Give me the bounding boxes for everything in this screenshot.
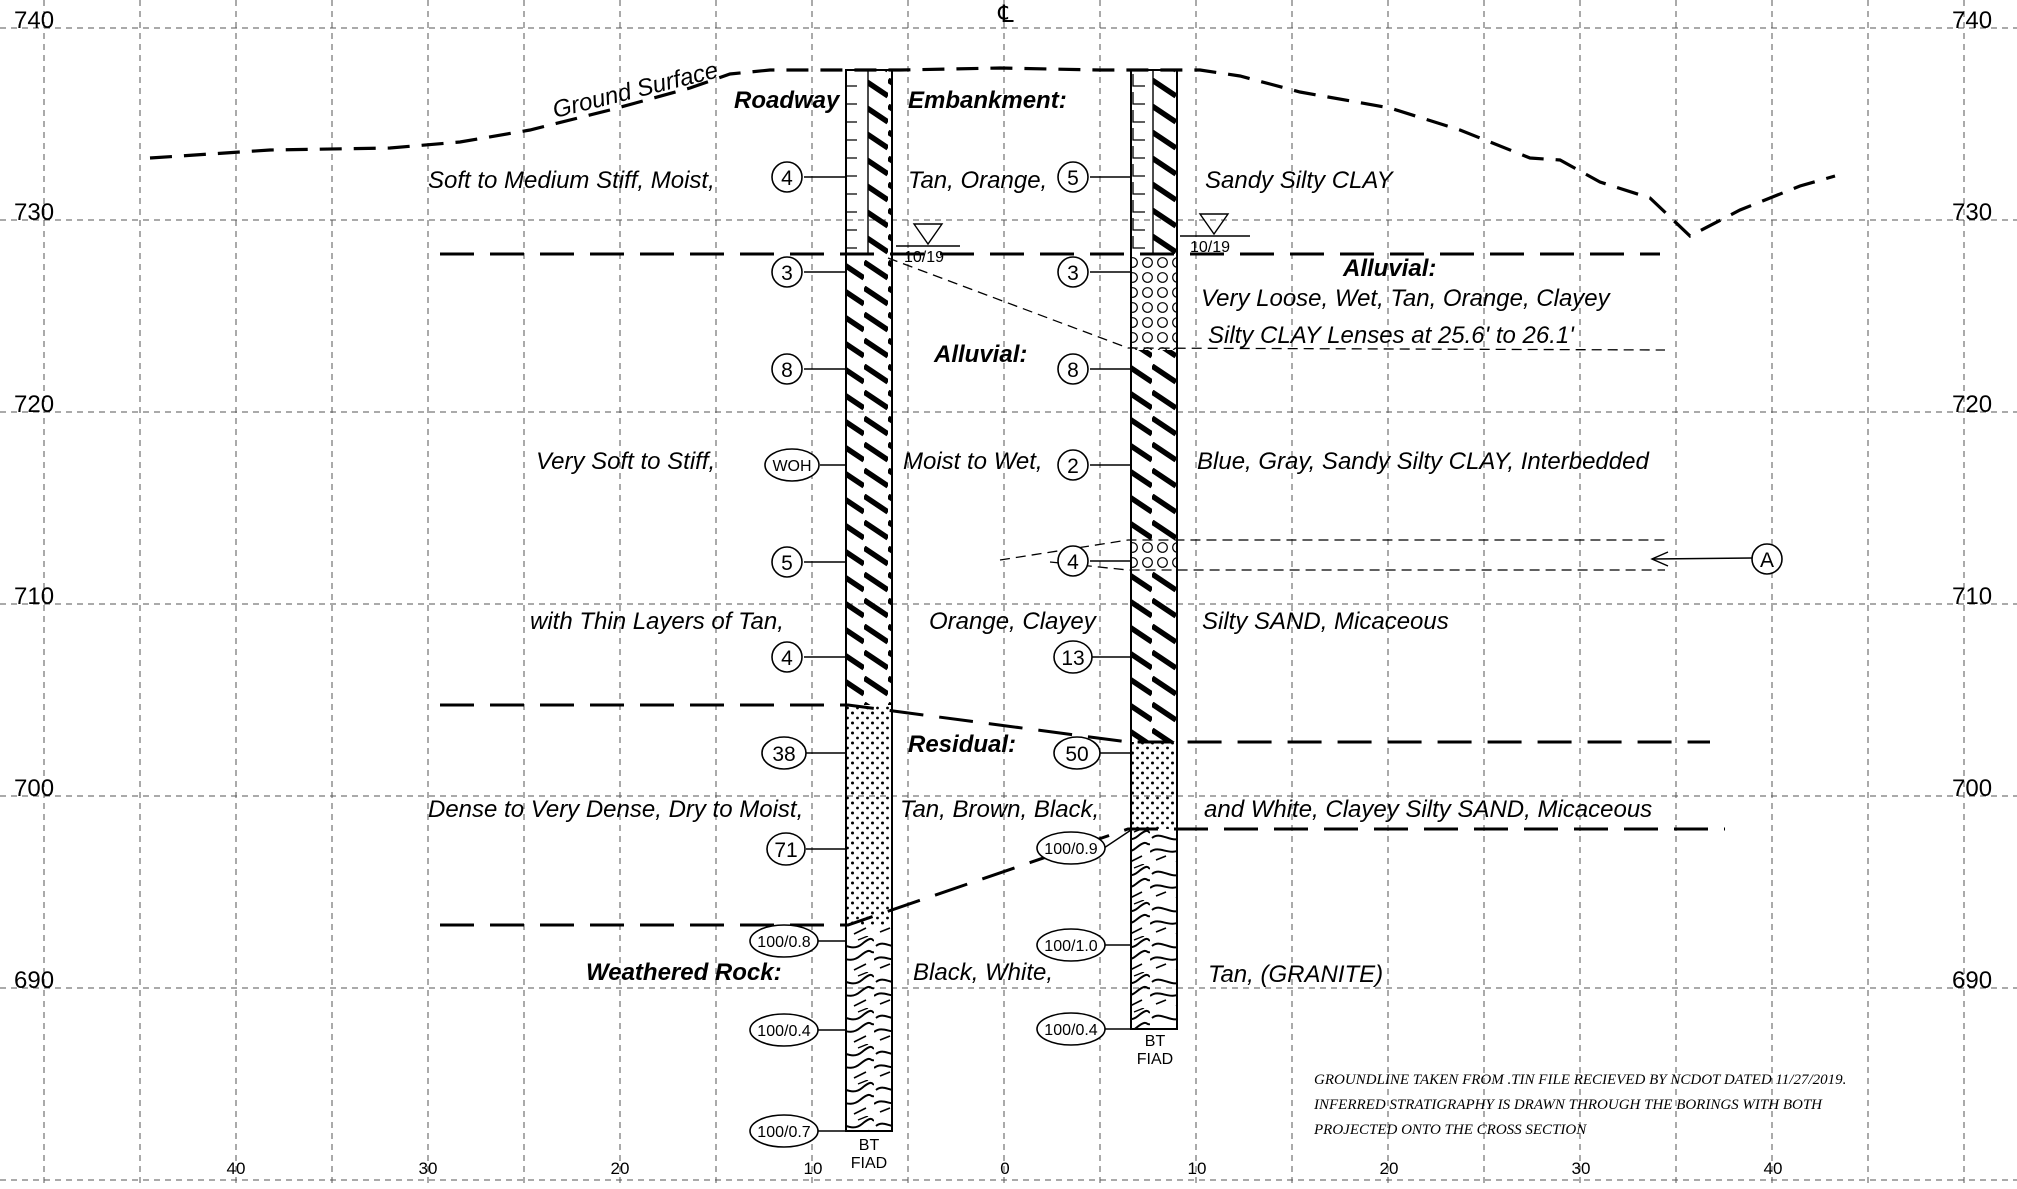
spt-value: 5 — [1067, 167, 1079, 190]
alluvial-desc-3: Blue, Gray, Sandy Silty CLAY, Interbedde… — [1197, 448, 1649, 475]
elev-label: 700 — [1952, 775, 1992, 802]
spt-value: 8 — [1067, 359, 1079, 382]
offset-label: 40 — [1764, 1159, 1783, 1178]
elev-label: 710 — [14, 583, 54, 610]
alluvial-right-head: Alluvial: — [1342, 255, 1436, 282]
alluvial-right-desc-1: Very Loose, Wet, Tan, Orange, Clayey — [1201, 285, 1612, 312]
offset-label: 20 — [1380, 1159, 1399, 1178]
spt-value: 4 — [1067, 551, 1079, 574]
offset-label: 20 — [611, 1159, 630, 1178]
offset-label: 30 — [419, 1159, 438, 1178]
spt-value: 71 — [774, 839, 797, 862]
right-spt-markers: 5 3 8 2 4 13 50 100/0.9 100/1.0 100/0.4 — [1036, 161, 1132, 1046]
elev-label: 690 — [1952, 967, 1992, 994]
boring-left-column: 10/19 BT FIAD — [845, 69, 960, 1172]
spt-value: 3 — [1067, 262, 1079, 285]
note-line: GROUNDLINE TAKEN FROM .TIN FILE RECIEVED… — [1314, 1072, 1846, 1088]
spt-value: 50 — [1065, 743, 1088, 766]
stratigraphy-boundaries — [440, 252, 1725, 927]
offset-label: 10 — [804, 1159, 823, 1178]
callout-a: A — [1650, 543, 1783, 575]
ground-surface-line — [149, 66, 1836, 238]
elev-label: 700 — [14, 775, 54, 802]
spt-value: 100/1.0 — [1044, 938, 1097, 955]
offset-label: 10 — [1188, 1159, 1207, 1178]
spt-value: 100/0.8 — [757, 934, 810, 951]
boring-right-column: 10/19 BT FIAD — [1130, 69, 1250, 1068]
right-elevation-axis: 740 730 720 710 700 690 — [1952, 7, 1992, 994]
alluvial-desc-2: Moist to Wet, — [903, 448, 1043, 475]
embankment-head-1: Roadway — [734, 87, 841, 114]
elev-label: 710 — [1952, 583, 1992, 610]
rock-desc-1: Black, White, — [913, 959, 1053, 986]
centerline-symbol: ℄ — [997, 1, 1014, 28]
elev-label: 690 — [14, 967, 54, 994]
spt-value: 100/0.4 — [1044, 1022, 1097, 1039]
alluvial-desc-4: with Thin Layers of Tan, — [530, 608, 784, 635]
alluvial-head: Alluvial: — [933, 341, 1027, 368]
callout-label: A — [1760, 549, 1774, 572]
left-elevation-axis: 740 730 720 710 700 690 — [14, 7, 54, 994]
spt-value: 100/0.4 — [757, 1023, 810, 1040]
note-line: INFERRED STRATIGRAPHY IS DRAWN THROUGH T… — [1313, 1097, 1823, 1113]
spt-value: 3 — [781, 262, 793, 285]
embankment-head-2: Embankment: — [908, 87, 1067, 114]
elev-label: 730 — [14, 199, 54, 226]
spt-value: 100/0.7 — [757, 1124, 810, 1141]
rock-head: Weathered Rock: — [586, 959, 782, 986]
note-line: PROJECTED ONTO THE CROSS SECTION — [1313, 1122, 1587, 1138]
spt-value: WOH — [772, 458, 811, 475]
spt-value: 4 — [781, 167, 793, 190]
left-water-date: 10/19 — [904, 249, 944, 266]
alluvial-desc-1: Very Soft to Stiff, — [536, 448, 715, 475]
left-spt-markers: 4 3 8 WOH 5 4 38 71 100/0.8 100/0.4 100/… — [749, 161, 846, 1148]
alluvial-desc-5: Orange, Clayey — [929, 608, 1098, 635]
spt-value: 5 — [781, 552, 793, 575]
right-termination-fiad: FIAD — [1137, 1051, 1173, 1068]
rock-desc-2: Tan, (GRANITE) — [1208, 961, 1383, 988]
right-termination-bt: BT — [1145, 1033, 1166, 1050]
right-water-date: 10/19 — [1190, 239, 1230, 256]
elev-label: 720 — [1952, 391, 1992, 418]
embankment-desc-3: Sandy Silty CLAY — [1205, 167, 1395, 194]
offset-label: 30 — [1572, 1159, 1591, 1178]
spt-value: 4 — [781, 647, 793, 670]
offset-label: 0 — [1000, 1159, 1009, 1178]
spt-value: 100/0.9 — [1044, 841, 1097, 858]
notes-block: GROUNDLINE TAKEN FROM .TIN FILE RECIEVED… — [1313, 1072, 1846, 1138]
left-termination-fiad: FIAD — [851, 1155, 887, 1172]
residual-desc-1: Dense to Very Dense, Dry to Moist, — [428, 796, 803, 823]
elev-label: 740 — [14, 7, 54, 34]
left-termination-bt: BT — [859, 1137, 880, 1154]
layer-descriptions: Roadway Embankment: Soft to Medium Stiff… — [428, 87, 1652, 988]
ground-surface-label: Ground Surface — [550, 57, 721, 124]
alluvial-right-desc-2: Silty CLAY Lenses at 25.6' to 26.1' — [1208, 322, 1575, 349]
embankment-desc-1: Soft to Medium Stiff, Moist, — [428, 167, 715, 194]
spt-value: 2 — [1067, 455, 1079, 478]
elev-label: 740 — [1952, 7, 1992, 34]
spt-value: 8 — [781, 359, 793, 382]
spt-value: 13 — [1061, 647, 1084, 670]
spt-value: 38 — [772, 743, 795, 766]
alluvial-desc-6: Silty SAND, Micaceous — [1202, 608, 1449, 635]
residual-head: Residual: — [908, 731, 1016, 758]
elev-label: 720 — [14, 391, 54, 418]
embankment-desc-2: Tan, Orange, — [908, 167, 1047, 194]
residual-desc-2: Tan, Brown, Black, — [900, 796, 1099, 823]
offset-axis: 40 30 20 10 0 10 20 30 40 — [227, 1159, 1783, 1178]
offset-label: 40 — [227, 1159, 246, 1178]
elev-label: 730 — [1952, 199, 1992, 226]
residual-desc-3: and White, Clayey Silty SAND, Micaceous — [1204, 796, 1652, 823]
